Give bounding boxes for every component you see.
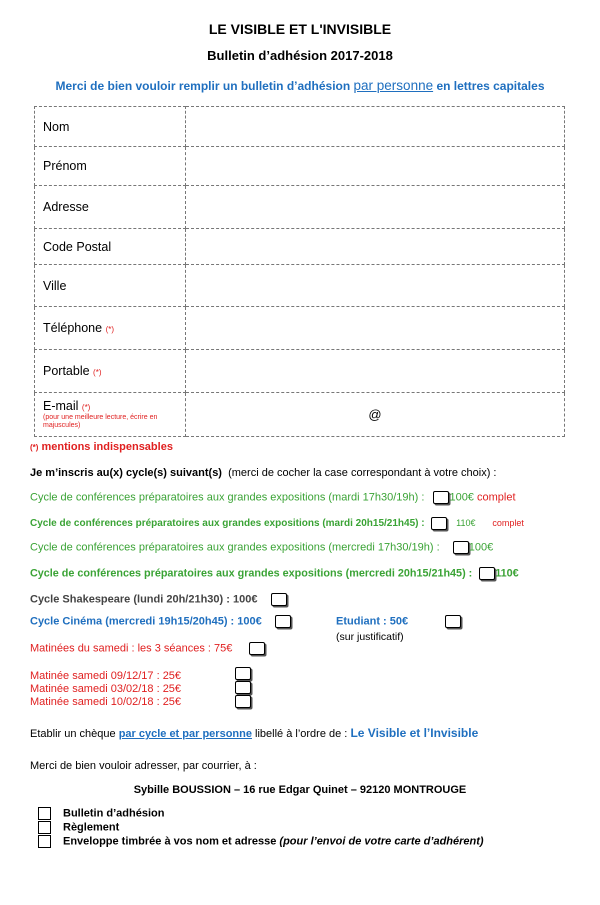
- form-label: Ville: [34, 264, 186, 307]
- cycle-cinema: Cycle Cinéma (mercredi 19h15/20h45) : 10…: [30, 615, 291, 628]
- instruction-text-end: en lettres capitales: [436, 79, 545, 93]
- form-row-ville: Ville: [34, 264, 565, 307]
- payment-instruction: Etablir un chèque par cycle et par perso…: [30, 726, 479, 740]
- page-title: LE VISIBLE ET L'INVISIBLE: [208, 21, 392, 37]
- checkbox-mardi-17h30[interactable]: [433, 491, 450, 504]
- form-row-telephone: Téléphone (*): [34, 306, 565, 350]
- checkbox-bulletin[interactable]: [38, 807, 51, 820]
- checkbox-reglement[interactable]: [38, 820, 51, 834]
- mentions-note: (*) mentions indispensables: [30, 441, 173, 453]
- cycle-item-mardi-17h30: Cycle de conférences préparatoires aux g…: [30, 491, 516, 504]
- portable-field[interactable]: [185, 349, 565, 393]
- form-label: Code Postal: [34, 228, 186, 265]
- form-row-adresse: Adresse: [34, 185, 565, 229]
- checkbox-matinee-2[interactable]: [235, 681, 251, 694]
- membership-form-table: Nom Prénom Adresse Code Postal Ville Tél…: [34, 106, 565, 437]
- matinee-dates: Matinée samedi 09/12/17 : 25€ Matinée sa…: [30, 670, 181, 709]
- checkbox-shakespeare[interactable]: [270, 593, 287, 606]
- justificatif-note: (sur justificatif): [336, 631, 404, 643]
- checkbox-cinema[interactable]: [274, 615, 291, 628]
- email-note: (pour une meilleure lecture, écrire en m…: [43, 413, 158, 429]
- form-row-portable: Portable (*): [34, 349, 565, 393]
- checkbox-mercredi-17h30[interactable]: [452, 541, 469, 554]
- checklist-item: Bulletin d’adhésion: [38, 807, 484, 821]
- instruction-text: Merci de bien vouloir remplir un bulleti…: [55, 79, 351, 93]
- matinee-date-2: Matinée samedi 03/02/18 : 25€: [30, 683, 182, 695]
- checkbox-enveloppe[interactable]: [38, 834, 51, 848]
- mail-intro: Merci de bien vouloir adresser, par cour…: [30, 760, 257, 772]
- email-field[interactable]: @: [185, 392, 565, 437]
- cycle-item-mardi-20h15: Cycle de conférences préparatoires aux g…: [30, 517, 524, 530]
- mail-address: Sybille BOUSSION – 16 rue Edgar Quinet –…: [133, 784, 467, 796]
- adresse-field[interactable]: [185, 185, 565, 229]
- checkbox-mercredi-20h15[interactable]: [479, 567, 496, 580]
- form-label: Prénom: [34, 146, 186, 186]
- code-postal-field[interactable]: [185, 228, 565, 265]
- par-personne-link[interactable]: par personne: [353, 78, 434, 93]
- checkbox-matinees-pack[interactable]: [249, 642, 266, 655]
- form-row-prenom: Prénom: [34, 146, 565, 186]
- payee-name: Le Visible et l’Invisible: [350, 726, 479, 740]
- form-row-email: E-mail (*) (pour une meilleure lecture, …: [34, 392, 565, 437]
- checkbox-matinee-1[interactable]: [235, 667, 251, 680]
- form-label: Téléphone (*): [34, 306, 186, 350]
- checklist: Bulletin d’adhésion Règlement Enveloppe …: [38, 807, 484, 849]
- checklist-item: Règlement: [38, 820, 484, 835]
- matinee-date-3: Matinée samedi 10/02/18 : 25€: [30, 696, 182, 708]
- cycles-intro: Je m’inscris au(x) cycle(s) suivant(s) (…: [30, 467, 497, 479]
- par-cycle-link[interactable]: par cycle et par personne: [118, 728, 252, 740]
- fill-instruction: Merci de bien vouloir remplir un bulleti…: [0, 78, 600, 93]
- form-row-nom: Nom: [34, 106, 565, 147]
- checkbox-etudiant[interactable]: [445, 615, 462, 628]
- form-label: Portable (*): [34, 349, 186, 393]
- nom-field[interactable]: [185, 106, 565, 147]
- matinees-pack: Matinées du samedi : les 3 séances : 75€: [30, 642, 266, 655]
- cycle-shakespeare: Cycle Shakespeare (lundi 20h/21h30) : 10…: [30, 593, 287, 606]
- checklist-item: Enveloppe timbrée à vos nom et adresse (…: [38, 834, 484, 849]
- cycle-item-mercredi-20h15: Cycle de conférences préparatoires aux g…: [30, 567, 519, 580]
- matinee-date-1: Matinée samedi 09/12/17 : 25€: [30, 670, 182, 682]
- checkbox-mardi-20h15[interactable]: [431, 517, 448, 530]
- form-label: E-mail (*) (pour une meilleure lecture, …: [34, 392, 186, 437]
- etudiant-option: Etudiant : 50€: [336, 615, 462, 628]
- checkbox-matinee-3[interactable]: [235, 695, 251, 708]
- cycle-item-mercredi-17h30: Cycle de conférences préparatoires aux g…: [30, 541, 494, 554]
- ville-field[interactable]: [185, 264, 565, 307]
- form-row-code-postal: Code Postal: [34, 228, 565, 265]
- prenom-field[interactable]: [185, 146, 565, 186]
- at-symbol: @: [368, 407, 382, 422]
- form-label: Adresse: [34, 185, 186, 229]
- form-label: Nom: [34, 106, 186, 147]
- telephone-field[interactable]: [185, 306, 565, 350]
- page-subtitle: Bulletin d’adhésion 2017-2018: [207, 48, 393, 63]
